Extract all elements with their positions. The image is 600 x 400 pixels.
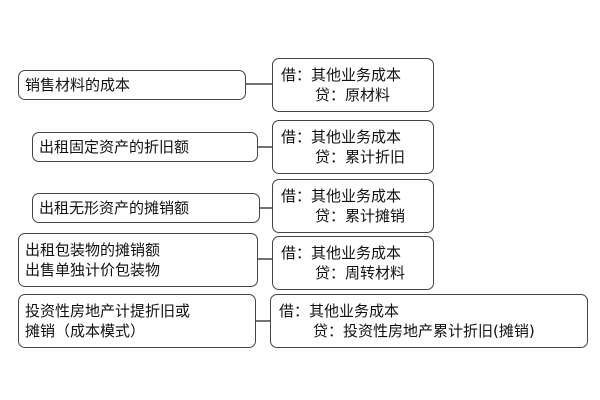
left-label-4-line-1: 出租包装物的摊销额 bbox=[25, 241, 161, 259]
credit-line-3: 贷：累计摊销 bbox=[315, 207, 406, 225]
debit-line-3: 借：其他业务成本 bbox=[281, 187, 402, 205]
left-label-1-line-1: 销售材料的成本 bbox=[25, 76, 131, 94]
left-label-2-line-1: 出租固定资产的折旧额 bbox=[39, 138, 190, 156]
left-box-3: 出租无形资产的摊销额 bbox=[32, 193, 260, 223]
left-box-1: 销售材料的成本 bbox=[18, 70, 246, 100]
left-label-5-line-2: 摊销（成本模式） bbox=[25, 322, 146, 340]
left-label-5-line-1: 投资性房地产计提折旧或 bbox=[25, 302, 191, 320]
debit-line-1: 借：其他业务成本 bbox=[281, 66, 402, 84]
left-label-4-line-2: 出售单独计价包装物 bbox=[25, 261, 161, 279]
credit-line-5: 贷：投资性房地产累计折旧(摊销) bbox=[313, 322, 535, 340]
left-label-3-line-1: 出租无形资产的摊销额 bbox=[39, 199, 190, 217]
credit-line-4: 贷：周转材料 bbox=[315, 264, 406, 282]
entry-box-4: 借：其他业务成本 贷：周转材料 bbox=[272, 236, 434, 290]
entry-box-1: 借：其他业务成本 贷：原材料 bbox=[272, 58, 434, 112]
debit-line-2: 借：其他业务成本 bbox=[281, 128, 402, 146]
debit-line-5: 借：其他业务成本 bbox=[279, 302, 400, 320]
entry-box-5: 借：其他业务成本 贷：投资性房地产累计折旧(摊销) bbox=[270, 294, 588, 348]
left-box-2: 出租固定资产的折旧额 bbox=[32, 132, 258, 162]
credit-line-2: 贷：累计折旧 bbox=[315, 148, 406, 166]
left-box-4: 出租包装物的摊销额 出售单独计价包装物 bbox=[18, 233, 258, 287]
entry-box-2: 借：其他业务成本 贷：累计折旧 bbox=[272, 120, 434, 174]
entry-box-3: 借：其他业务成本 贷：累计摊销 bbox=[272, 179, 434, 233]
credit-line-1: 贷：原材料 bbox=[315, 86, 391, 104]
debit-line-4: 借：其他业务成本 bbox=[281, 244, 402, 262]
left-box-5: 投资性房地产计提折旧或 摊销（成本模式） bbox=[18, 294, 256, 348]
